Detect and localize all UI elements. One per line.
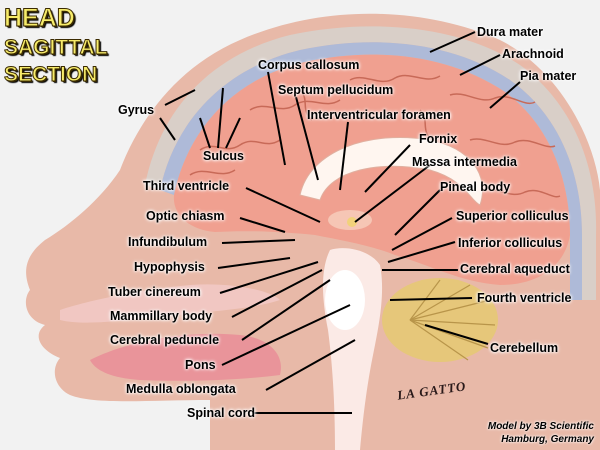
pointer-infundibulum <box>221 239 296 244</box>
pointer-cerebral-peduncle <box>241 279 331 341</box>
pointer-tuber-cinereum <box>219 261 319 294</box>
label-mammillary-body: Mammillary body <box>110 309 213 323</box>
label-hypophysis: Hypophysis <box>134 260 205 274</box>
label-arachnoid: Arachnoid <box>502 47 564 61</box>
label-massa-intermedia: Massa intermedia <box>412 155 517 169</box>
title-line-3: SECTION <box>3 63 98 86</box>
pointer-cerebellum <box>424 324 489 345</box>
label-pons: Pons <box>185 358 216 372</box>
label-interventricular-foramen: Interventricular foramen <box>307 108 451 122</box>
label-inferior-colliculus: Inferior colliculus <box>458 236 563 250</box>
pointer-sulcus-1 <box>199 117 211 149</box>
title-line-2: SAGITTAL <box>3 36 108 59</box>
pointer-inferior-colliculus <box>387 241 456 263</box>
label-medulla-oblongata: Medulla oblongata <box>126 382 236 396</box>
pointer-superior-colliculus <box>391 217 453 251</box>
pointer-interventricular-foramen <box>339 121 349 191</box>
label-corpus-callosum: Corpus callosum <box>258 58 360 72</box>
pointer-fornix <box>364 144 411 193</box>
pointer-sulcus-3 <box>225 117 241 149</box>
pointer-lines <box>159 31 521 414</box>
label-pineal-body: Pineal body <box>440 180 511 194</box>
label-cerebellum: Cerebellum <box>490 341 559 355</box>
gyri-pattern <box>189 74 561 198</box>
label-spinal-cord: Spinal cord <box>187 406 256 420</box>
pons-shape <box>325 270 365 330</box>
label-sulcus: Sulcus <box>203 149 244 163</box>
label-gyrus: Gyrus <box>118 103 155 117</box>
label-cerebral-aqueduct: Cerebral aqueduct <box>460 262 570 276</box>
pointer-pineal-body <box>394 189 441 236</box>
label-cerebral-peduncle: Cerebral peduncle <box>110 333 220 347</box>
label-septum-pellucidum: Septum pellucidum <box>278 83 394 97</box>
pointer-optic-chiasm <box>239 217 286 233</box>
pointer-gyrus-1 <box>164 89 196 106</box>
massa-intermedia-shape <box>347 217 357 227</box>
tongue <box>90 333 281 381</box>
pointer-medulla-oblongata <box>265 339 356 391</box>
label-pia-mater: Pia mater <box>520 69 577 83</box>
credit-line-2: Hamburg, Germany <box>501 434 594 445</box>
pointer-gyrus-2 <box>159 117 176 141</box>
label-dura-mater: Dura mater <box>477 25 543 39</box>
pointer-pia-mater <box>489 81 521 109</box>
pointer-sulcus-2 <box>217 87 224 149</box>
pointer-septum-pellucidum <box>295 96 319 181</box>
label-optic-chiasm: Optic chiasm <box>146 209 225 223</box>
label-third-ventricle: Third ventricle <box>143 179 230 193</box>
label-tuber-cinereum: Tuber cinereum <box>108 285 201 299</box>
pointer-corpus-callosum <box>267 71 286 166</box>
pointer-third-ventricle <box>245 187 321 223</box>
label-superior-colliculus: Superior colliculus <box>456 209 569 223</box>
pointer-pons <box>221 304 351 366</box>
label-fourth-ventricle: Fourth ventricle <box>477 291 572 305</box>
pointer-hypophysis <box>217 257 291 269</box>
pointer-mammillary-body <box>231 269 323 318</box>
corpus-callosum-shape <box>299 137 484 206</box>
label-infundibulum: Infundibulum <box>128 235 208 249</box>
nasal-cavity <box>60 284 280 323</box>
pointer-dura-mater <box>429 31 476 53</box>
pointer-arachnoid <box>459 54 501 76</box>
pointer-massa-intermedia <box>354 164 431 223</box>
credit-line-1: Model by 3B Scientific <box>487 421 594 432</box>
title-line-1: HEAD <box>4 4 76 32</box>
pointer-fourth-ventricle <box>389 297 473 301</box>
label-fornix: Fornix <box>419 132 458 146</box>
